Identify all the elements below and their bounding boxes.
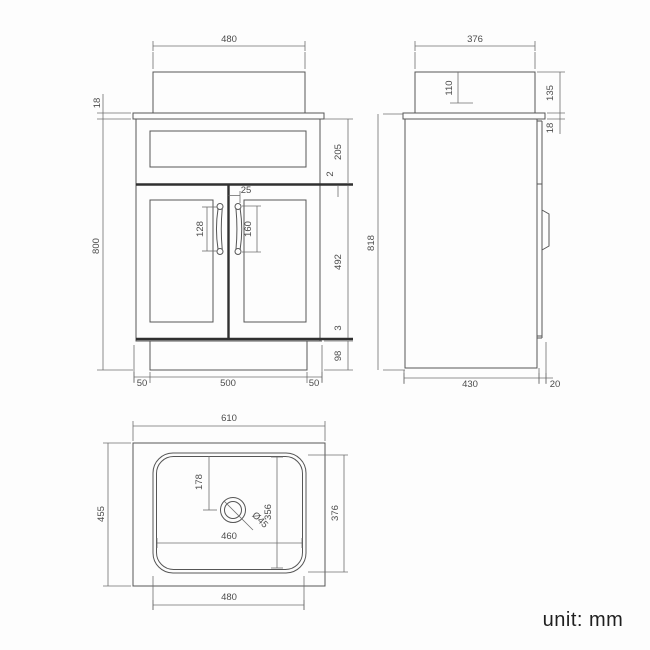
side-basin-outline [414, 71, 536, 114]
dim-label-front-left-handle: 128 [195, 221, 206, 237]
dim-plan-drain-offset [203, 456, 217, 511]
front-basin-outline [152, 71, 306, 114]
drain-outer-circle [220, 497, 246, 523]
dim-plan-bowl-inner-width [156, 538, 303, 548]
dim-label-front-door-height: 492 [333, 254, 344, 270]
dim-side-basin-depth [414, 41, 536, 69]
dim-label-front-rail: 2 [325, 171, 336, 176]
drain-leader-line [223, 500, 254, 531]
dim-label-side-door-thickness: 20 [550, 379, 561, 390]
front-countertop [132, 112, 325, 120]
plan-basin-outer [152, 452, 307, 574]
front-left-door-panel [149, 199, 214, 323]
dim-label-side-cabinet-depth: 430 [462, 379, 478, 390]
dim-label-front-door-gap: 3 [333, 325, 344, 330]
dim-label-side-overall-height: 818 [366, 235, 377, 251]
dim-front-upper-panel [324, 118, 353, 184]
front-view: 480 18 800 205 2 25 [91, 34, 353, 389]
dim-label-plan-countertop-width: 610 [221, 413, 237, 424]
dim-front-left-handle [202, 206, 217, 252]
dim-plan-bowl-outer-width [152, 576, 305, 610]
front-plinth [149, 341, 308, 371]
right-door-handle [234, 203, 243, 255]
side-door-handle [541, 209, 550, 251]
dim-label-plan-bowl-inner-depth: 356 [263, 504, 274, 520]
dim-front-right-handle [242, 205, 261, 253]
left-door-handle [216, 203, 224, 255]
dim-front-basin-width [152, 41, 306, 69]
dim-label-plan-bowl-inner-width: 460 [221, 531, 237, 542]
dim-front-handle-offset [228, 191, 241, 203]
dim-label-front-left-inset: 50 [137, 378, 148, 389]
dim-label-side-countertop: 18 [545, 123, 556, 134]
dim-front-height [97, 119, 133, 371]
dim-label-front-handle-offset: 25 [241, 185, 252, 196]
dim-label-front-plinth-width: 500 [220, 378, 236, 389]
dim-side-overall-height [377, 113, 405, 371]
dim-label-side-basin-depth: 376 [467, 34, 483, 45]
dim-label-side-basin-height: 135 [545, 85, 556, 101]
dim-plan-countertop-width [132, 421, 326, 441]
plan-basin-inner [156, 456, 303, 570]
dim-label-plan-bowl-outer-width: 480 [221, 592, 237, 603]
dim-label-front-right-handle: 160 [243, 221, 254, 237]
side-view: 376 110 135 18 818 [366, 34, 565, 390]
dim-front-plinth [324, 340, 353, 371]
front-right-door-panel [243, 199, 307, 323]
dim-label-front-basin-width: 480 [221, 34, 237, 45]
drain-inner-circle [224, 501, 242, 519]
dim-label-side-bowl-depth: 110 [444, 80, 455, 95]
dim-side-basin-height [537, 71, 565, 114]
dim-label-front-plinth: 98 [333, 351, 344, 362]
dim-label-front-right-inset: 50 [309, 378, 320, 389]
unit-note: unit: mm [543, 609, 624, 631]
side-cabinet-body [404, 118, 538, 369]
dim-label-front-upper-panel: 205 [333, 144, 344, 160]
dim-label-front-countertop: 18 [92, 98, 103, 109]
dim-side-bowl-depth [450, 72, 473, 104]
dim-label-plan-countertop-depth: 455 [96, 506, 107, 522]
side-countertop [402, 112, 546, 120]
dim-plan-bowl-outer-depth [308, 454, 348, 573]
front-top-panel [149, 130, 307, 168]
dim-plan-bowl-inner-depth [271, 456, 283, 569]
dim-label-plan-bowl-outer-depth: 376 [330, 505, 341, 521]
dim-side-countertop [547, 113, 565, 134]
dim-label-plan-drain-offset: 178 [194, 474, 205, 490]
dim-plan-countertop-depth [103, 442, 131, 587]
dim-side-bottom [403, 342, 553, 384]
dim-label-front-height: 800 [91, 238, 102, 254]
dim-front-bottom [133, 345, 323, 383]
plan-countertop [132, 442, 326, 587]
plan-view: 610 455 178 Ø45 460 356 [96, 413, 348, 610]
side-door-edge [537, 120, 543, 339]
